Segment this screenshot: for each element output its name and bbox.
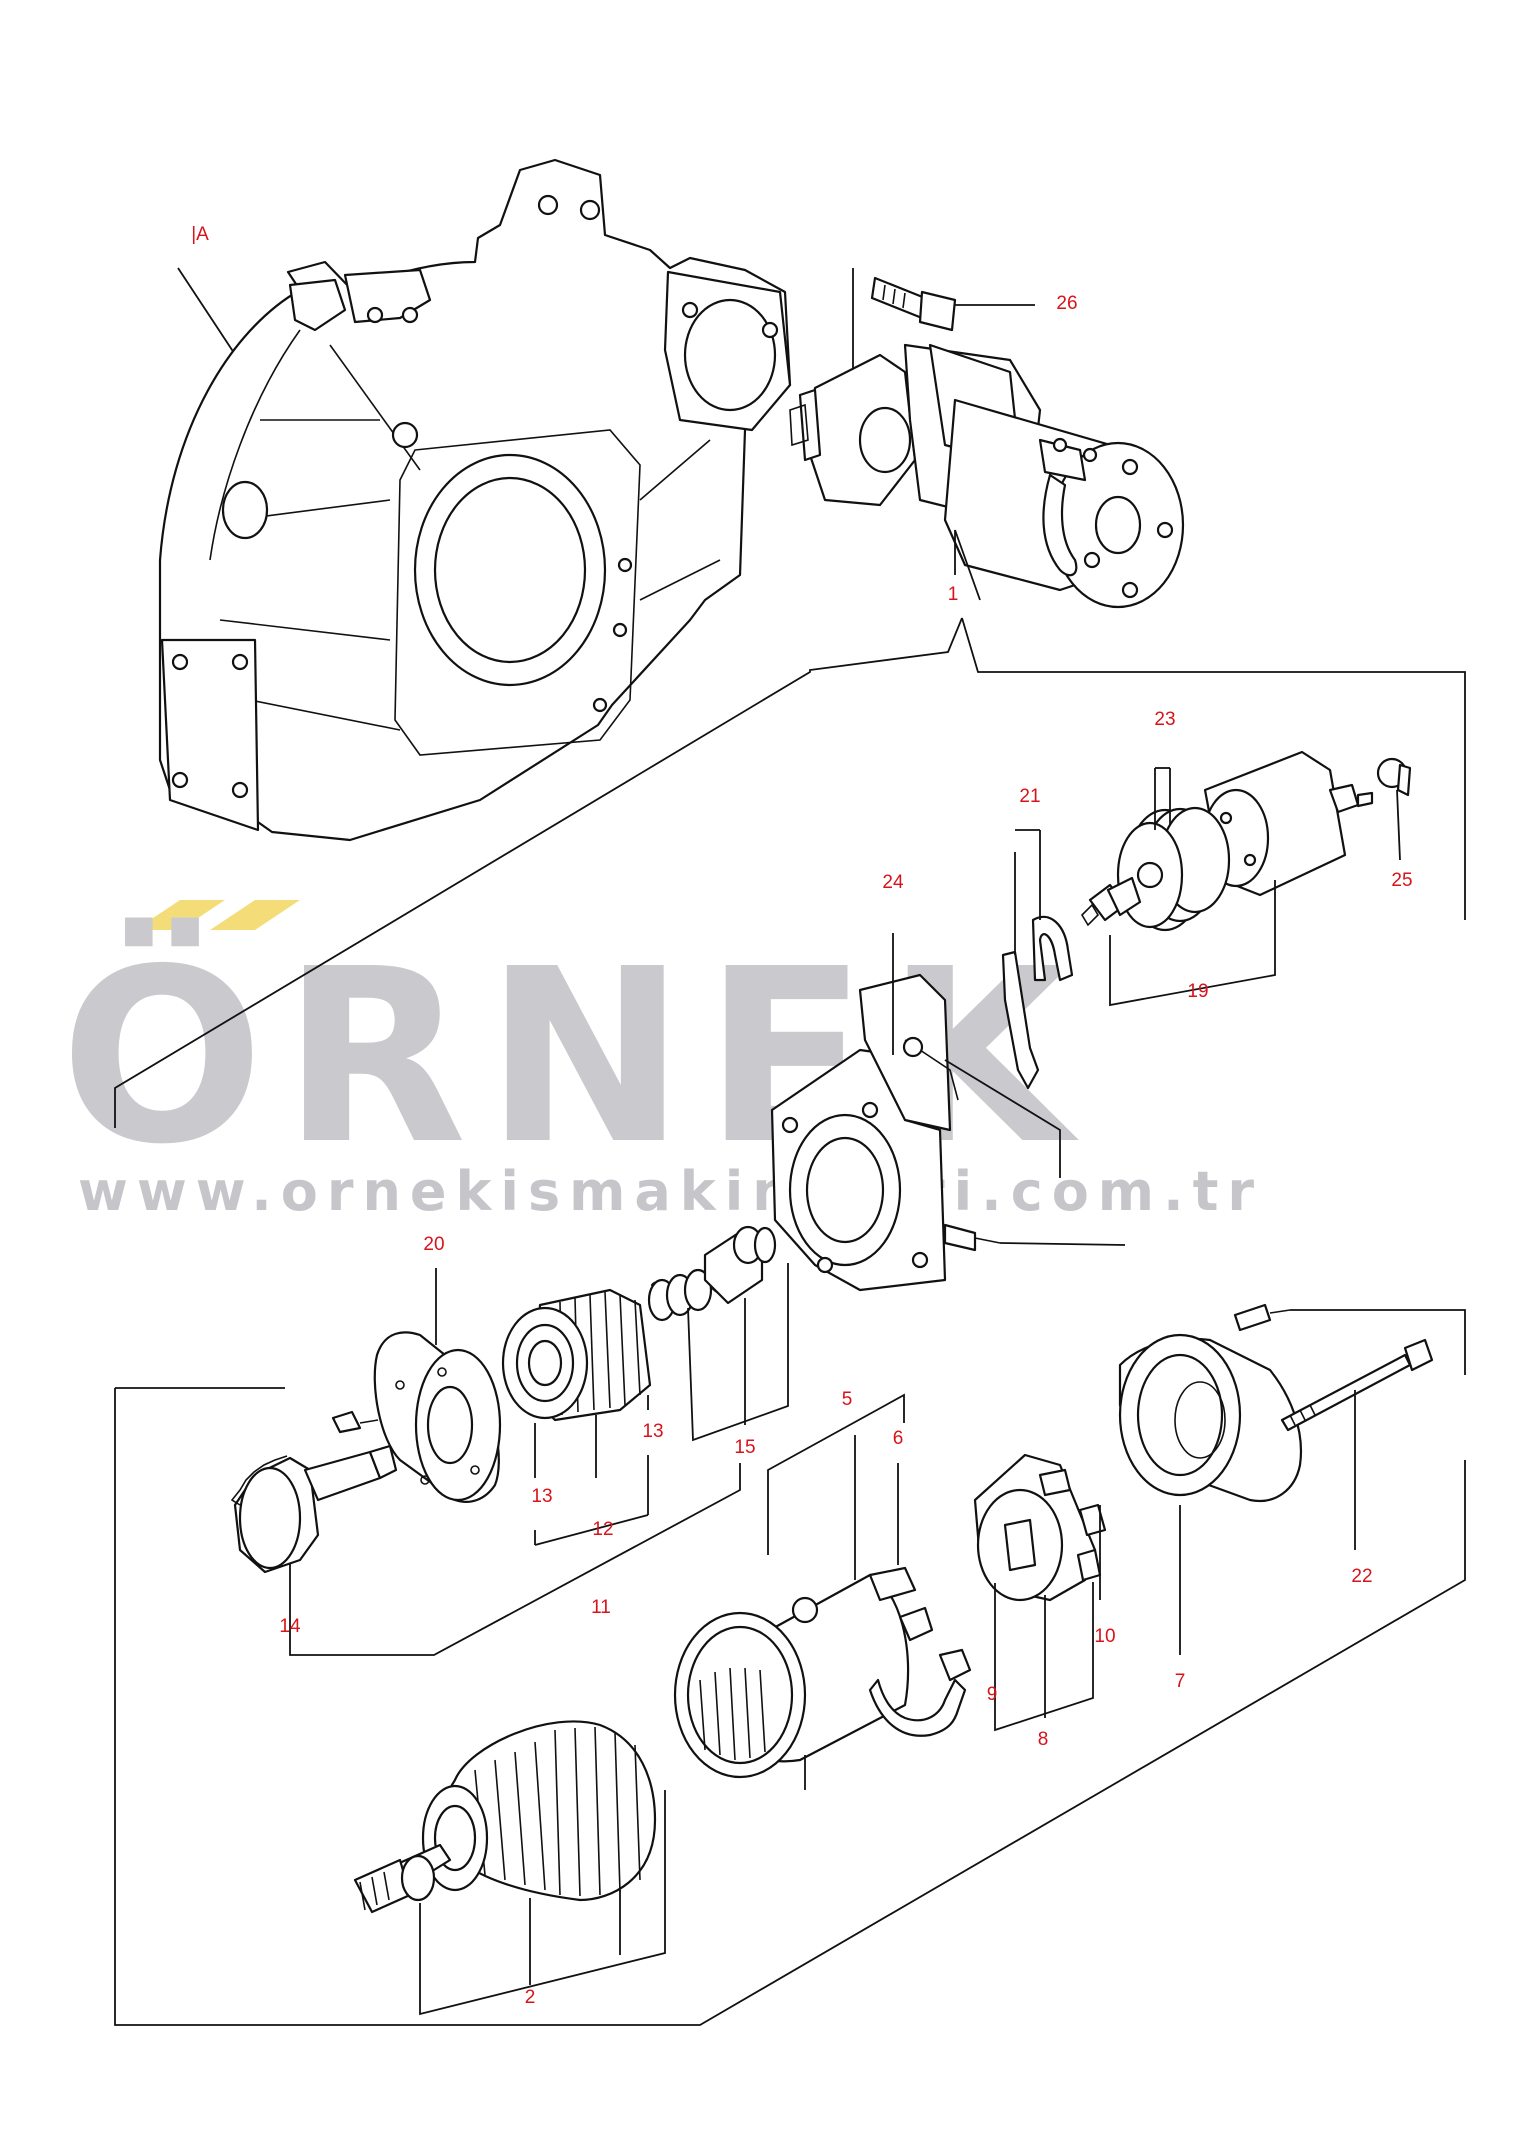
watermark: ÖRNEK www.ornekismakinalari.com.tr [60, 900, 1263, 1223]
callout-20: 20 [423, 1234, 444, 1255]
starter-motor-assembly [789, 343, 1185, 609]
pinion-clutch [289, 1225, 789, 1656]
front-bracket [770, 933, 1126, 1292]
callout-5: 5 [842, 1389, 853, 1410]
magnetic-switch [1080, 750, 1412, 1007]
callout-25: 25 [1391, 870, 1412, 891]
callout-14: 14 [279, 1616, 301, 1637]
callout-9: 9 [987, 1684, 998, 1705]
callout-2: 2 [525, 1987, 536, 2008]
callout-6: 6 [893, 1428, 904, 1449]
callout-15: 15 [734, 1437, 755, 1458]
callout-26: 26 [1056, 293, 1077, 314]
callout-numbers: |A 1 26 23 21 24 25 19 20 13 15 5 6 13 1… [191, 224, 1412, 2008]
callout-13a: 13 [642, 1421, 663, 1442]
view-a-label: |A [191, 224, 209, 245]
callout-13b: 13 [531, 1486, 552, 1507]
rear-cover [1118, 1303, 1466, 1655]
callout-12: 12 [592, 1519, 613, 1540]
gear-cover [331, 1268, 502, 1503]
through-bolt [1280, 1338, 1434, 1550]
callout-11: 11 [591, 1597, 611, 1618]
yoke [673, 1393, 972, 1790]
callout-1: 1 [948, 584, 959, 605]
callout-23: 23 [1154, 709, 1175, 730]
mounting-bolt [870, 276, 1035, 332]
callout-7: 7 [1175, 1671, 1186, 1692]
callout-22: 22 [1351, 1566, 1372, 1587]
pinion-gear [230, 1444, 398, 1574]
callout-24: 24 [882, 872, 904, 893]
callout-8: 8 [1038, 1729, 1049, 1750]
watermark-accent-right [210, 900, 300, 930]
exploded-group-bracket [114, 617, 963, 1128]
armature [353, 1720, 666, 2016]
callout-10: 10 [1094, 1626, 1115, 1647]
shift-lever [1001, 829, 1074, 1090]
line-art [114, 158, 1466, 2026]
brush-holder [973, 1453, 1107, 1732]
group-bracket-left [114, 1388, 1466, 2026]
callout-19: 19 [1187, 981, 1208, 1002]
flywheel-housing [158, 158, 792, 842]
watermark-accent-left [135, 900, 225, 930]
watermark-url: www.ornekismakinalari.com.tr [78, 1160, 1263, 1223]
callout-21: 21 [1019, 786, 1040, 807]
